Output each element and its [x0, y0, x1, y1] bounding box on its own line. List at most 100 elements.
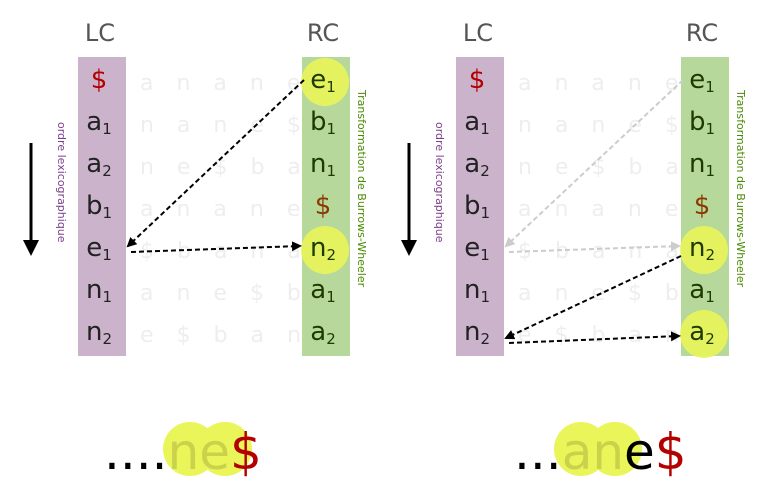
result-dollar: $ [655, 423, 687, 481]
rc-cell-char: a [689, 317, 705, 347]
lc-header: LC [463, 19, 493, 47]
lc-header: LC [85, 19, 115, 47]
rc-cell: b1 [310, 107, 336, 138]
rc-cell-subscript: 1 [705, 120, 715, 138]
rc-cell-char: a [310, 275, 326, 305]
rotation-row: a n a n e [140, 71, 308, 96]
rc-cell: a1 [310, 275, 335, 306]
rc-cell: $ [315, 191, 332, 221]
lc-cell-char: b [86, 191, 103, 221]
rc-cell: b1 [689, 107, 715, 138]
lc-cell-char: a [464, 149, 480, 179]
order-arrowhead [401, 240, 417, 256]
lc-cell-subscript: 1 [480, 120, 490, 138]
highlight-circles [301, 58, 349, 274]
lc-cell-char: e [464, 233, 480, 263]
rc-header: RC [307, 19, 339, 47]
rotation-row: n a n e $ [518, 113, 687, 138]
result-prefix: ... [514, 423, 562, 481]
rc-cell-subscript: 1 [705, 288, 715, 306]
rotation-row: a n a n e [518, 197, 686, 222]
result-text: ...ane$ [514, 422, 687, 481]
result-highlight-circle [588, 422, 642, 476]
left-side-label: ordre lexicographique [433, 122, 446, 243]
lc-cell: n1 [86, 275, 112, 306]
rc-cell-char: a [310, 317, 326, 347]
result-text: ....ne$ [104, 422, 262, 481]
lf-arrow-faded [504, 79, 684, 248]
lc-cell-char: $ [469, 65, 486, 95]
rc-cell-char: n [689, 233, 705, 263]
rc-header: RC [686, 19, 718, 47]
rotation-row: a n a n e [518, 71, 686, 96]
lc-cell-char: n [86, 317, 102, 347]
lc-column [78, 57, 126, 356]
rc-cell-char: b [689, 107, 706, 137]
rc-cell-subscript: 1 [326, 78, 336, 96]
lc-cell: n1 [464, 275, 490, 306]
rc-cell-subscript: 1 [705, 78, 715, 96]
order-arrowhead [23, 240, 39, 256]
rc-cell: n2 [689, 233, 715, 264]
lc-cell-subscript: 1 [480, 288, 490, 306]
rc-column [681, 57, 729, 356]
rotation-row: a n e $ b [518, 281, 687, 306]
lc-cell-char: n [464, 275, 480, 305]
result-dollar: $ [230, 423, 262, 481]
highlight-circles [680, 226, 728, 358]
lc-cell: n2 [464, 317, 490, 348]
left-side-label: ordre lexicographique [55, 122, 68, 243]
rc-cell: e1 [310, 65, 336, 96]
lc-cell: e1 [86, 233, 112, 264]
panel-right: LC RC a n a n en a n e $n e $ b aa n a n… [401, 19, 747, 481]
svg-text:....ne$: ....ne$ [104, 423, 262, 481]
lc-cell-subscript: 1 [102, 120, 112, 138]
rotation-row: n a n e $ [140, 113, 309, 138]
lc-cell-char: a [86, 149, 102, 179]
rc-cell-subscript: 1 [326, 288, 336, 306]
rc-cell-char: n [310, 233, 326, 263]
rc-cell: n1 [689, 149, 715, 180]
lc-cell-subscript: 2 [480, 330, 490, 348]
lc-cell-subscript: 1 [102, 288, 112, 306]
lc-cell: b1 [86, 191, 112, 222]
lc-cell-char: b [464, 191, 481, 221]
lc-cell-subscript: 2 [102, 162, 112, 180]
rotations-ghost: a n a n en a n e $n e $ b aa n a n e$ b … [518, 71, 687, 348]
rc-cell-subscript: 2 [705, 246, 715, 264]
lc-cell-char: n [86, 275, 102, 305]
rc-cell-subscript: 1 [326, 162, 336, 180]
lc-cell: $ [469, 65, 486, 95]
lc-cell-subscript: 1 [480, 246, 490, 264]
lc-cell-char: $ [91, 65, 108, 95]
lc-cell: a2 [86, 149, 111, 180]
lc-column [456, 57, 504, 356]
rc-cell-char: b [310, 107, 327, 137]
lc-cell-char: a [86, 107, 102, 137]
result-highlight: ne [168, 423, 230, 481]
rc-cell-char: e [310, 65, 326, 95]
rc-cell-subscript: 1 [705, 162, 715, 180]
lc-cell: $ [91, 65, 108, 95]
lc-cell: e1 [464, 233, 490, 264]
rc-cell-char: $ [315, 191, 332, 221]
rc-cell-char: n [689, 149, 705, 179]
lc-cell-subscript: 1 [102, 246, 112, 264]
rc-cell: n2 [310, 233, 336, 264]
highlight-circle [680, 226, 728, 274]
lf-arrow [504, 255, 682, 340]
rotation-row: a n a n e [140, 197, 308, 222]
rc-cell-subscript: 2 [326, 246, 336, 264]
rc-column [302, 57, 350, 356]
lc-cell-char: e [86, 233, 102, 263]
rc-cell: a1 [689, 275, 714, 306]
result-plain: e [624, 423, 655, 481]
right-side-label: Transformation de Burrows-Wheeler [734, 89, 747, 288]
rotations-ghost: a n a n en a n e $n e $ b aa n a n e$ b … [140, 71, 309, 348]
svg-text:...ane$: ...ane$ [514, 423, 687, 481]
rotation-row: e $ b a n [518, 323, 687, 348]
rotation-row: n e $ b a [518, 155, 687, 180]
